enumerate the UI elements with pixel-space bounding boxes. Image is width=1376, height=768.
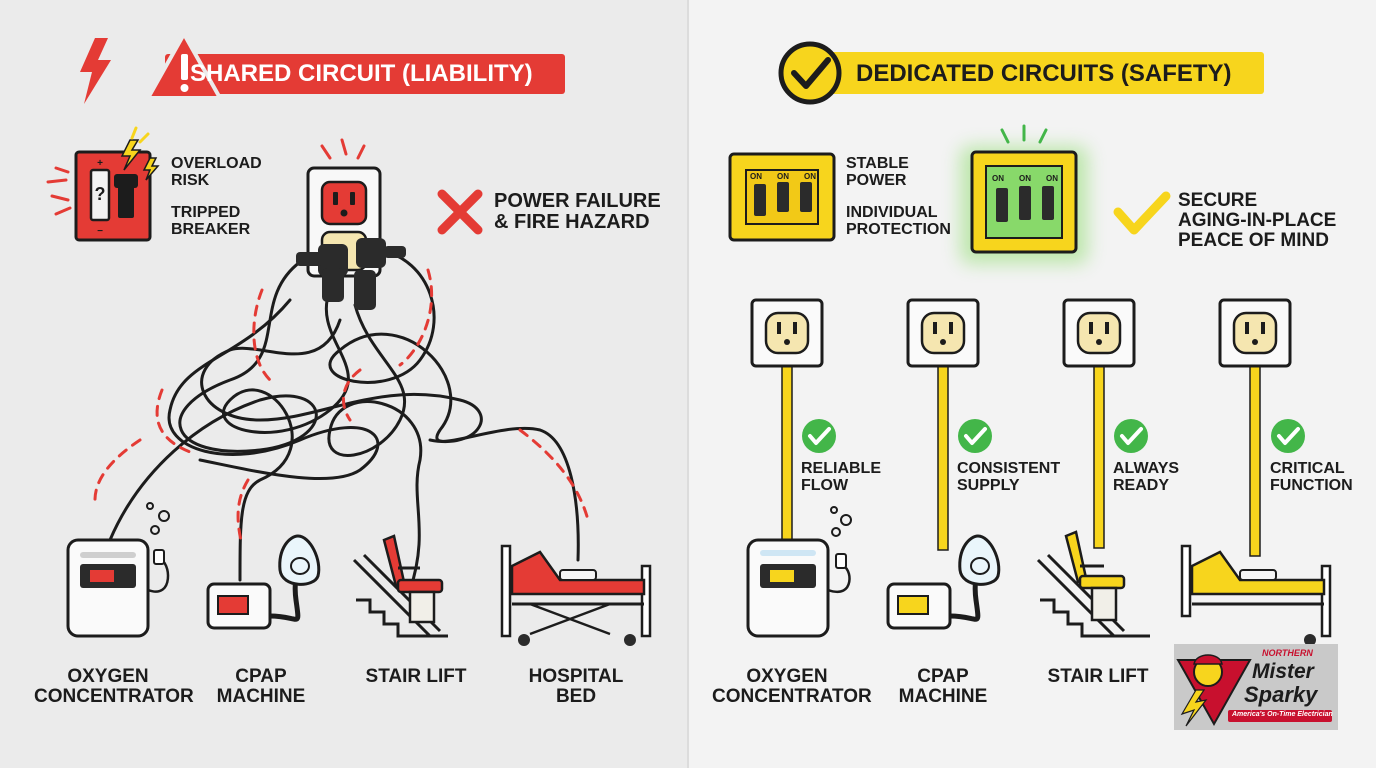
- check-circle-icon: [778, 41, 842, 105]
- logo-tagline: America's On-Time Electrician: [1232, 711, 1333, 718]
- breaker-switch: [1019, 186, 1031, 220]
- svg-text:+: +: [97, 158, 103, 169]
- tangled-wires: [108, 248, 580, 592]
- svg-text:−: −: [97, 226, 103, 237]
- right-device-label-stairlift: STAIR LIFT: [1047, 666, 1149, 687]
- hazard-x-icon: [437, 189, 483, 235]
- cpap-machine-icon-right: [886, 534, 1001, 630]
- switch-on-label: ON: [992, 174, 1004, 183]
- logo-sparky: Sparky: [1244, 682, 1318, 707]
- breaker-switch: [1042, 186, 1054, 220]
- breaker-switch: [800, 182, 812, 212]
- left-banner: [80, 32, 565, 104]
- individual-protection-label: INDIVIDUAL PROTECTION: [846, 204, 951, 238]
- exclamation-icon: [181, 54, 188, 80]
- secure-label: SECURE AGING-IN-PLACE PEACE OF MIND: [1178, 190, 1337, 251]
- right-panel-bg: [688, 0, 1376, 768]
- green-check-icon: [958, 419, 992, 453]
- stair-lift-icon-right: [1036, 530, 1150, 638]
- switch-on-label: ON: [1019, 174, 1031, 183]
- outlet-icon: [1062, 298, 1136, 368]
- breaker-switch: [777, 182, 789, 212]
- left-panel-bg: [0, 0, 688, 768]
- hospital-bed-icon: [500, 544, 652, 646]
- green-check-icon: [1271, 419, 1305, 453]
- oxygen-concentrator-icon-right: [746, 506, 852, 638]
- right-device-label-oxygen: OXYGEN CONCENTRATOR: [712, 666, 872, 707]
- left-device-label-bed: HOSPITAL BED: [528, 666, 624, 707]
- switch-on-label: ON: [804, 172, 816, 181]
- breaker-switches-2: ON ON ON: [992, 174, 1058, 230]
- cpap-machine-icon: [206, 534, 321, 630]
- danger-arcs: [93, 268, 590, 547]
- green-check-icon: [802, 419, 836, 453]
- secure-check-icon: [1113, 191, 1171, 235]
- svg-text:?: ?: [95, 184, 106, 204]
- switch-on-label: ON: [777, 172, 789, 181]
- overload-risk-label: OVERLOAD RISK: [171, 155, 262, 189]
- hazard-label: POWER FAILURE & FIRE HAZARD: [494, 190, 661, 233]
- outlet-status-2: CONSISTENT SUPPLY: [957, 460, 1061, 494]
- breaker-switches-1: ON ON ON: [750, 172, 816, 222]
- dedicated-outlets: [750, 298, 1292, 557]
- outlet-icon: [906, 298, 980, 368]
- hospital-bed-icon-right: [1180, 544, 1332, 646]
- plugs: [296, 238, 406, 310]
- logo-mister: Mister: [1252, 660, 1314, 683]
- breaker-switch: [996, 188, 1008, 222]
- stable-power-label: STABLE POWER: [846, 155, 909, 189]
- logo-northern: NORTHERN: [1262, 648, 1313, 658]
- right-device-label-cpap: CPAP MACHINE: [898, 666, 988, 707]
- outlet-icon: [750, 298, 824, 368]
- left-device-label-stairlift: STAIR LIFT: [365, 666, 467, 687]
- breaker-switch: [754, 184, 766, 216]
- outlet-icon: [1218, 298, 1292, 368]
- left-banner-title: SHARED CIRCUIT (LIABILITY): [190, 60, 533, 87]
- right-banner-title: DEDICATED CIRCUITS (SAFETY): [856, 60, 1232, 87]
- spark-icon: [120, 139, 142, 171]
- stair-lift-icon: [352, 534, 448, 638]
- outlet-status-4: CRITICAL FUNCTION: [1270, 460, 1353, 494]
- left-device-label-cpap: CPAP MACHINE: [216, 666, 306, 707]
- switch-on-label: ON: [750, 172, 762, 181]
- mister-sparky-logo: [1174, 644, 1338, 730]
- tripped-breaker-label: TRIPPED BREAKER: [171, 204, 251, 238]
- right-banner: [778, 41, 1264, 105]
- lightning-bolt-icon: [80, 38, 111, 104]
- tripped-breaker-icon: ? + −: [46, 126, 160, 242]
- left-device-label-oxygen: OXYGEN CONCENTRATOR: [34, 666, 194, 707]
- green-checks: [802, 419, 1305, 453]
- switch-on-label: ON: [1046, 174, 1058, 183]
- green-check-icon: [1114, 419, 1148, 453]
- outlet-status-1: RELIABLE FLOW: [801, 460, 881, 494]
- outlet-status-3: ALWAYS READY: [1113, 460, 1180, 494]
- oxygen-concentrator-icon: [66, 502, 170, 638]
